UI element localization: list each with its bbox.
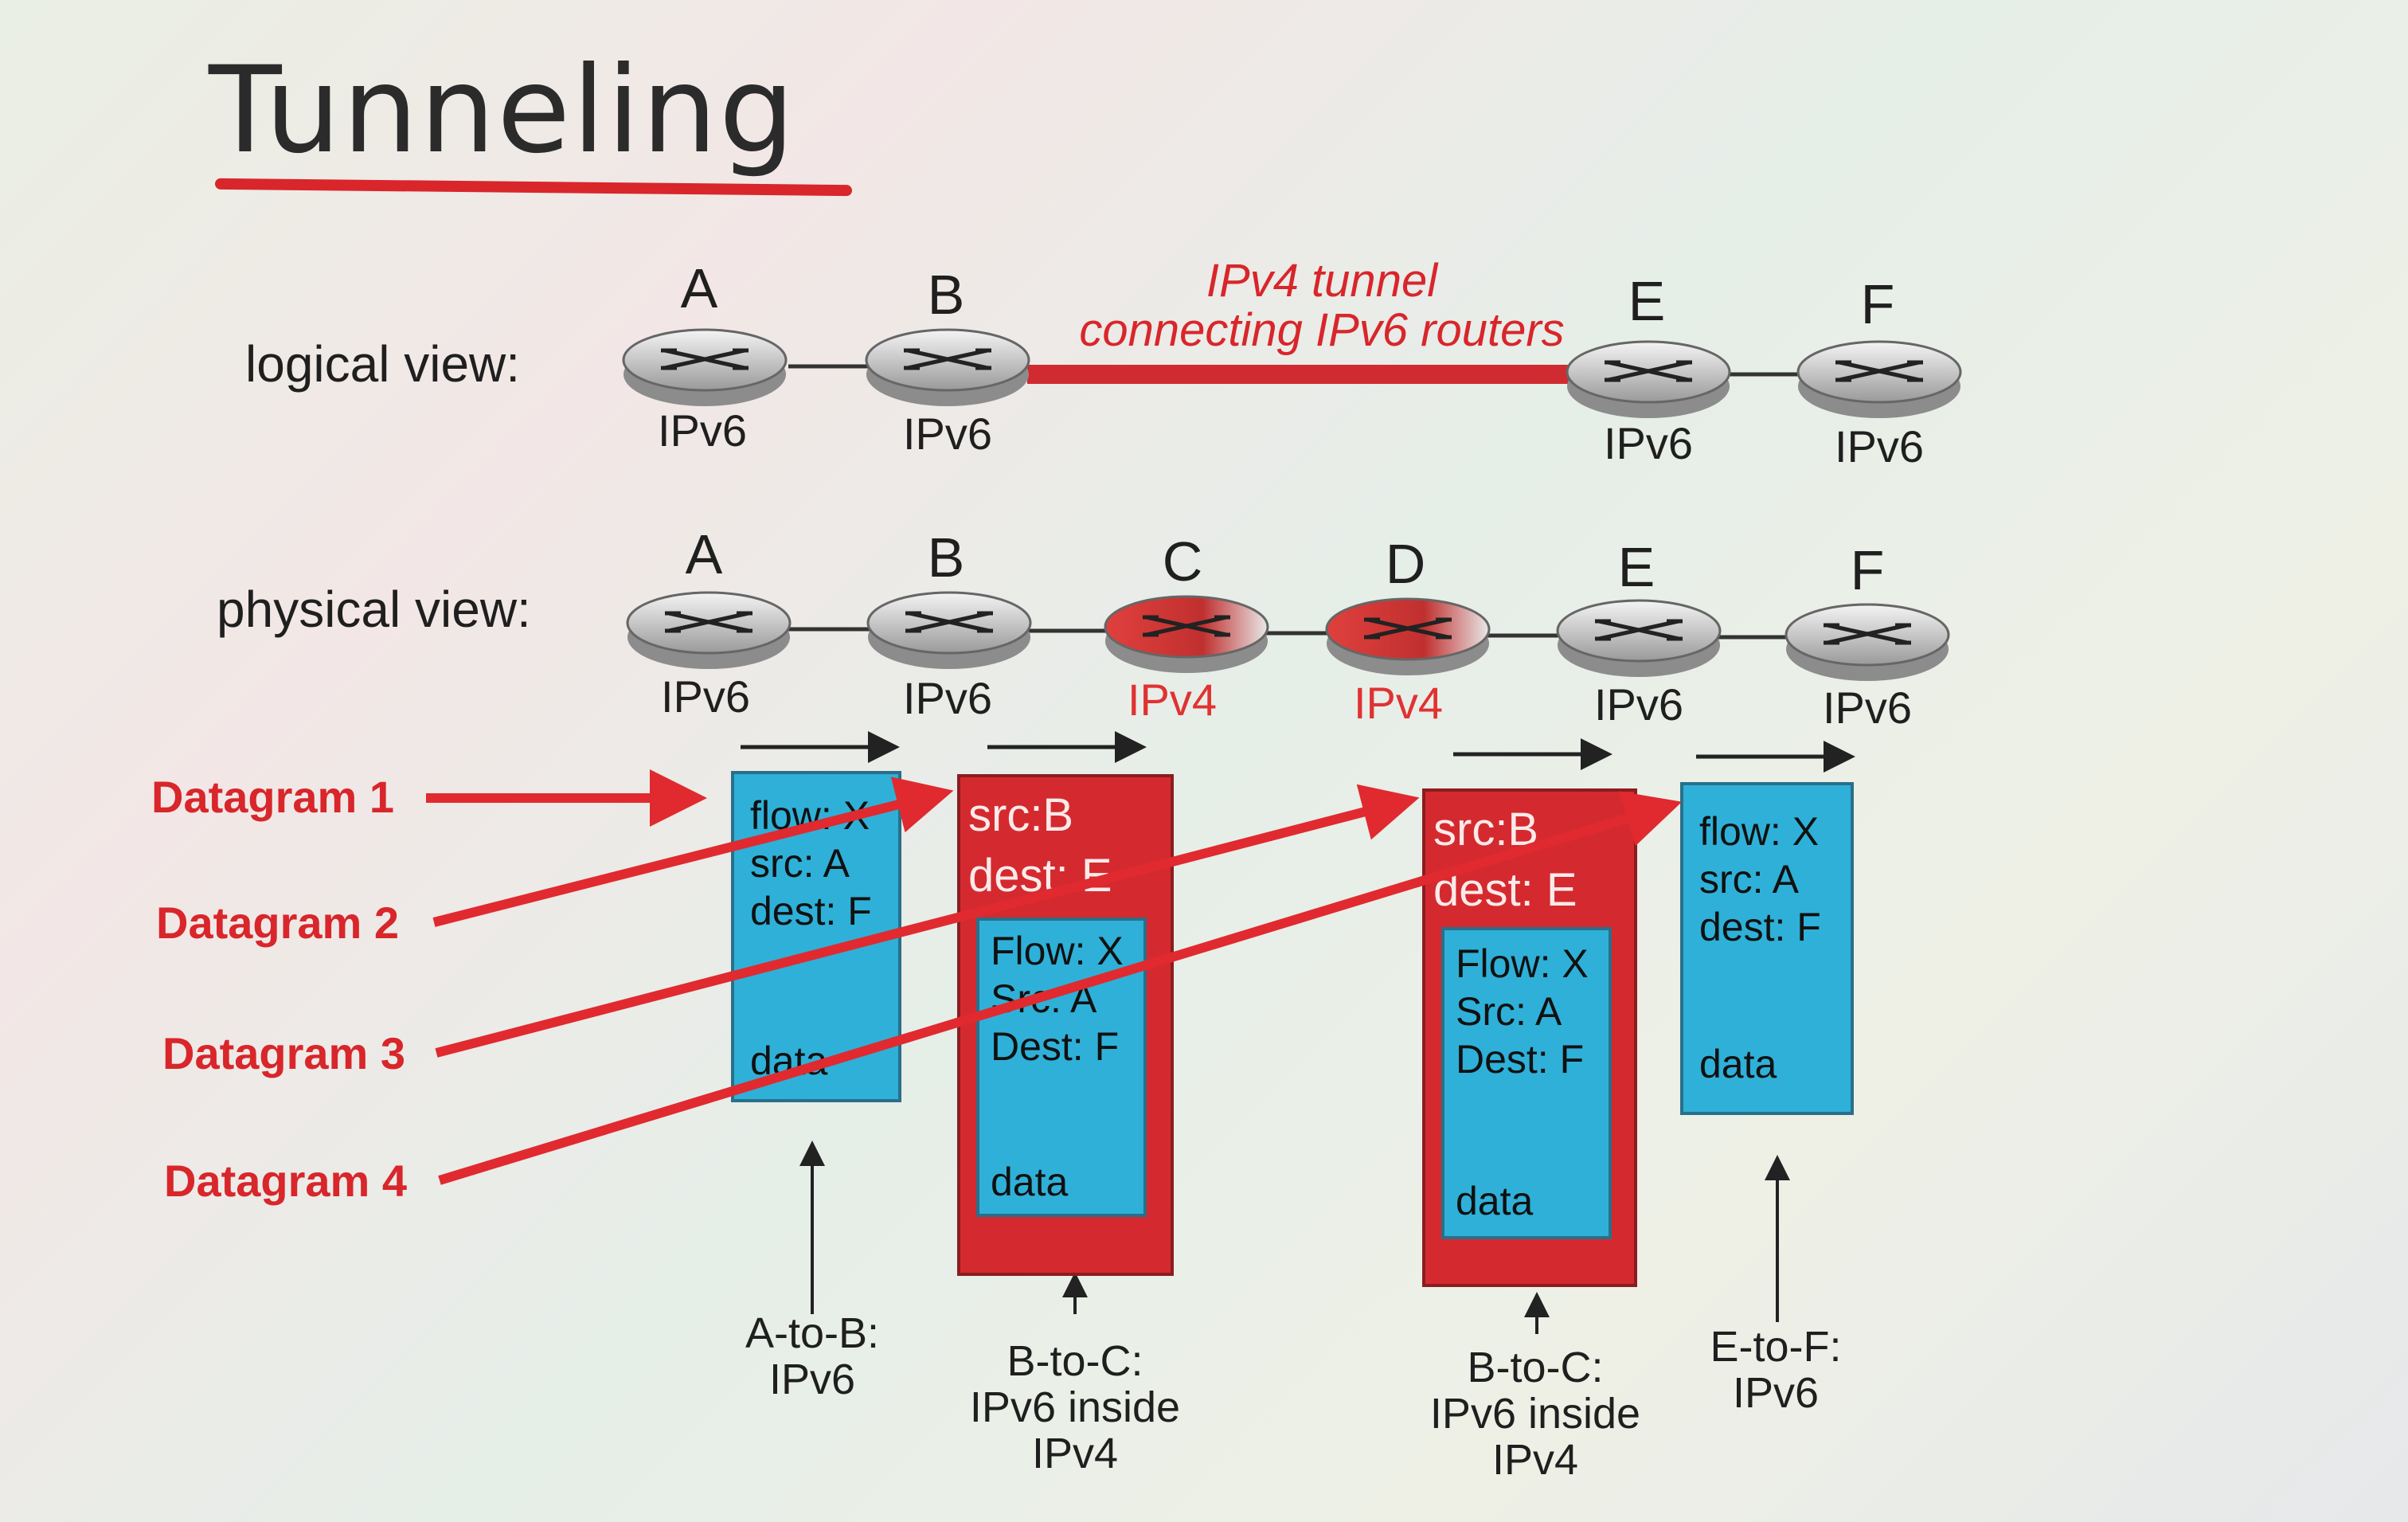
packet-ipv4-b-to-c: src:B dest: E Flow: X Src: A Dest: F dat… — [957, 774, 1174, 1276]
logical-router-letter: E — [1628, 270, 1666, 332]
page-title: Tunneling — [209, 41, 796, 180]
router-icon — [1784, 603, 1950, 681]
packet-data: data — [1456, 1179, 1534, 1223]
router-icon-ipv4 — [1325, 597, 1491, 675]
physical-router-proto: IPv4 — [1353, 678, 1444, 728]
packet-data: data — [991, 1160, 1069, 1204]
caption-b-to-c: B-to-C: IPv6 inside IPv4 — [969, 1337, 1181, 1477]
physical-router-proto: IPv6 — [1822, 683, 1913, 733]
datagram-4-arrow-icon — [438, 791, 1683, 1185]
inner-header: Flow: X Src: A Dest: F — [1456, 941, 1589, 1082]
logical-router-proto: IPv6 — [902, 409, 993, 459]
packet-data: data — [1699, 1042, 1777, 1086]
datagram-label: Datagram 2 — [156, 898, 400, 948]
physical-router-letter: F — [1850, 539, 1885, 601]
inner-ipv6-packet: Flow: X Src: A Dest: F data — [1441, 927, 1612, 1239]
router-icon — [865, 328, 1030, 406]
router-icon — [1556, 599, 1722, 677]
caption-b-to-c: B-to-C: IPv6 inside IPv4 — [1429, 1344, 1641, 1484]
packet-header: flow: X src: A dest: F — [1699, 809, 1821, 949]
physical-router-letter: B — [927, 526, 965, 589]
router-icon — [622, 328, 788, 406]
logical-router-letter: B — [927, 264, 965, 326]
physical-router-letter: C — [1162, 530, 1203, 593]
physical-router-proto: IPv6 — [1593, 679, 1684, 730]
logical-router-proto: IPv6 — [657, 405, 748, 456]
logical-router-proto: IPv6 — [1603, 418, 1694, 468]
physical-router-proto: IPv6 — [902, 673, 993, 723]
physical-router-letter: E — [1617, 536, 1656, 598]
inner-ipv6-packet: Flow: X Src: A Dest: F data — [976, 918, 1147, 1217]
datagram-3-arrow-icon — [435, 784, 1420, 1058]
router-icon — [866, 591, 1032, 669]
datagram-label: Datagram 1 — [151, 772, 395, 822]
logical-view-label: logical view: — [245, 335, 521, 393]
router-icon — [1566, 340, 1731, 418]
packet-ipv6-e-to-f: flow: X src: A dest: F data — [1680, 782, 1854, 1115]
router-icon — [1796, 340, 1962, 418]
physical-router-letter: D — [1385, 533, 1426, 595]
inner-header: Flow: X Src: A Dest: F — [991, 929, 1124, 1069]
physical-router-proto: IPv4 — [1127, 675, 1218, 725]
packet-header: flow: X src: A dest: F — [750, 793, 872, 933]
logical-router-letter: F — [1860, 273, 1895, 335]
caption-e-to-f: E-to-F: IPv6 — [1710, 1323, 1842, 1417]
physical-view-label: physical view: — [217, 581, 531, 638]
logical-router-proto: IPv6 — [1834, 421, 1925, 471]
tunnel-label: IPv4 tunnel connecting IPv6 routers — [1079, 255, 1565, 356]
datagram-2-arrow-icon — [432, 777, 954, 927]
router-icon — [626, 591, 792, 669]
datagram-label: Datagram 4 — [164, 1156, 408, 1206]
caption-a-to-b: A-to-B: IPv6 — [745, 1309, 880, 1403]
router-icon-ipv4 — [1104, 595, 1269, 673]
physical-router-letter: A — [685, 523, 723, 585]
logical-router-letter: A — [680, 257, 718, 319]
physical-router-proto: IPv6 — [660, 671, 751, 722]
datagram-label: Datagram 3 — [162, 1028, 406, 1078]
